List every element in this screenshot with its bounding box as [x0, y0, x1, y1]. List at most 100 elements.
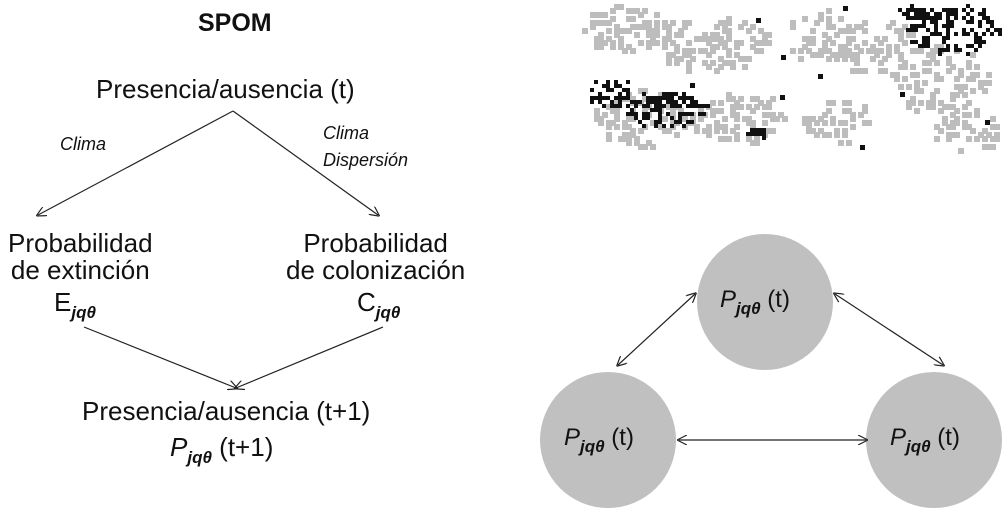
- map-cell: [606, 136, 612, 142]
- map-cell: [818, 12, 824, 18]
- map-cell: [806, 48, 812, 54]
- right-node-label: Pjqθ (t): [890, 424, 960, 456]
- map-cell: [934, 12, 938, 16]
- map-cell: [842, 44, 848, 50]
- map-cell: [918, 24, 922, 28]
- map-cell: [802, 116, 808, 122]
- map-cell: [750, 140, 756, 146]
- map-cell: [974, 40, 978, 44]
- map-cell: [758, 40, 764, 46]
- map-cell: [946, 20, 950, 24]
- probability-subscript: jqθ: [187, 448, 212, 467]
- map-cell: [706, 128, 712, 134]
- map-cell: [986, 72, 992, 78]
- map-cell: [690, 56, 696, 62]
- map-cell: [666, 28, 672, 34]
- map-cell: [938, 52, 942, 56]
- map-cell: [726, 16, 732, 22]
- map-cell: [606, 88, 610, 92]
- map-cell: [918, 44, 922, 48]
- map-cell: [614, 24, 620, 30]
- map-cell: [594, 96, 598, 100]
- map-cell: [598, 116, 604, 122]
- map-cell: [706, 52, 712, 58]
- map-cell: [614, 32, 620, 38]
- map-cell: [806, 36, 812, 42]
- map-cell: [938, 128, 944, 134]
- map-cell: [678, 32, 684, 38]
- map-cell: [906, 8, 910, 12]
- map-cell: [974, 108, 980, 114]
- map-cell: [982, 144, 988, 150]
- map-cell: [946, 124, 952, 130]
- map-cell: [634, 112, 638, 116]
- map-cell: [942, 40, 946, 44]
- right-node-suffix: (t): [937, 424, 960, 451]
- map-cell: [754, 132, 758, 136]
- map-cell: [914, 84, 920, 90]
- top-node-circle: [697, 234, 833, 370]
- map-cell: [634, 24, 640, 30]
- map-cell: [662, 96, 666, 100]
- map-cell: [670, 20, 676, 26]
- map-cell: [942, 120, 948, 126]
- map-cell: [830, 24, 836, 30]
- map-cell: [870, 48, 876, 54]
- map-cell: [762, 120, 768, 126]
- map-cell: [854, 68, 860, 74]
- map-cell: [930, 56, 936, 62]
- map-cell: [990, 116, 996, 122]
- map-cell: [698, 108, 704, 114]
- map-cell: [914, 48, 920, 54]
- left-node-circle: [540, 372, 676, 508]
- map-cell: [674, 60, 680, 66]
- map-cell: [978, 24, 982, 28]
- map-cell: [734, 44, 740, 50]
- map-cell: [606, 132, 612, 138]
- map-cell: [846, 24, 852, 30]
- map-cell: [978, 132, 984, 138]
- map-cell: [810, 36, 816, 42]
- map-cell: [682, 100, 686, 104]
- map-cell: [642, 96, 648, 102]
- map-cell: [966, 100, 972, 106]
- map-cell: [898, 28, 904, 34]
- map-cell: [666, 92, 670, 96]
- map-cell: [722, 124, 728, 130]
- map-cell: [970, 8, 974, 12]
- map-cell: [926, 60, 932, 66]
- map-cell: [986, 144, 992, 150]
- map-cell: [826, 108, 832, 114]
- map-cell: [718, 100, 724, 106]
- map-cell: [974, 72, 980, 78]
- map-cell: [902, 24, 908, 30]
- map-cell: [590, 20, 596, 26]
- map-cell: [982, 128, 988, 134]
- map-cell: [910, 32, 916, 38]
- map-cell: [750, 132, 754, 136]
- map-cell: [766, 40, 772, 46]
- map-cell: [686, 60, 692, 66]
- extinction-symbol: E: [54, 287, 72, 317]
- map-cell: [842, 48, 848, 54]
- map-cell: [598, 12, 604, 18]
- map-cell: [666, 52, 672, 58]
- map-cell: [818, 52, 824, 58]
- map-cell: [670, 116, 674, 120]
- map-cell: [834, 132, 840, 138]
- map-cell: [970, 44, 974, 48]
- map-cell: [622, 48, 628, 54]
- map-cell: [610, 120, 616, 126]
- map-cell: [826, 16, 832, 22]
- map-cell: [930, 104, 936, 110]
- map-cell: [950, 64, 956, 70]
- map-cell: [854, 52, 860, 58]
- map-cell: [870, 44, 876, 50]
- map-cell: [802, 120, 808, 126]
- map-cell: [674, 56, 680, 62]
- map-cell: [978, 36, 982, 40]
- map-cell: [906, 104, 912, 110]
- map-cell: [658, 116, 662, 120]
- map-cell: [650, 32, 656, 38]
